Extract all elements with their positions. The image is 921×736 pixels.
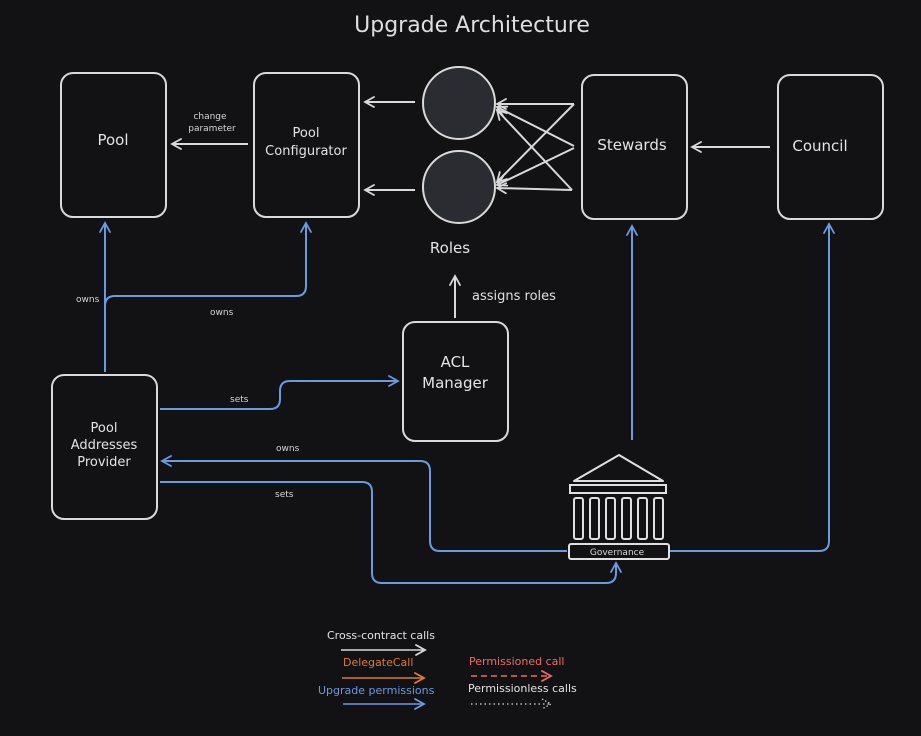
stewards-box <box>581 74 688 220</box>
arrow-stewards-to-role2-c <box>495 182 573 195</box>
arrow-stewards-to-role1-c <box>495 108 573 191</box>
acl-manager-label-1: ACL <box>441 353 470 371</box>
diagram-title: Upgrade Architecture <box>354 13 590 38</box>
arrow-provider-sets-acl <box>160 375 400 410</box>
sets-acl-label: sets <box>230 395 249 405</box>
arrow-provider-sets-governance <box>160 481 622 584</box>
council-label: Council <box>792 137 847 155</box>
role-circle-1 <box>422 66 496 140</box>
legend-delegatecall-label: DelegateCall <box>343 656 413 669</box>
pool-configurator-box <box>253 72 360 218</box>
owns-configurator-label: owns <box>210 308 234 318</box>
roles-label: Roles <box>430 239 470 257</box>
pool-addresses-provider-label-1: Pool <box>91 421 118 436</box>
assigns-roles-label: assigns roles <box>472 289 556 304</box>
pool-addresses-provider-label-3: Provider <box>77 455 131 470</box>
change-parameter-label-1: change <box>193 112 227 122</box>
acl-manager-box <box>402 321 509 442</box>
owns-pool-label: owns <box>76 295 100 305</box>
sets-governance-label: sets <box>275 490 294 500</box>
owns-provider-label: owns <box>276 444 300 454</box>
legend-upgrade-permissions-label: Upgrade permissions <box>318 684 435 697</box>
council-box <box>777 74 884 220</box>
governance-building-icon <box>568 454 670 560</box>
legend-cross-contract-label: Cross-contract calls <box>327 629 435 642</box>
pool-addresses-provider-label-2: Addresses <box>71 438 138 453</box>
legend: Cross-contract calls DelegateCall Upgrad… <box>318 629 577 710</box>
legend-permissionless-label: Permissionless calls <box>468 682 577 695</box>
arrow-provider-owns-configurator <box>104 221 312 372</box>
stewards-label: Stewards <box>597 136 667 154</box>
role-circle-2 <box>422 150 496 224</box>
arrow-stewards-to-role1-b <box>495 105 575 147</box>
arrow-stewards-to-role2-b <box>495 147 575 187</box>
pool-box <box>60 72 167 218</box>
change-parameter-label-2: parameter <box>188 124 236 134</box>
arrow-stewards-to-role2-a <box>495 103 575 184</box>
pool-configurator-label-2: Configurator <box>265 144 347 159</box>
arrow-governance-to-council <box>670 222 835 552</box>
arrow-governance-owns-provider <box>160 455 567 552</box>
pool-label: Pool <box>97 131 128 149</box>
legend-permissioned-label: Permissioned call <box>469 655 564 668</box>
acl-manager-label-2: Manager <box>422 374 489 392</box>
pool-addresses-provider-box <box>51 374 158 520</box>
pool-configurator-label-1: Pool <box>293 126 320 141</box>
governance-label: Governance <box>590 548 645 558</box>
